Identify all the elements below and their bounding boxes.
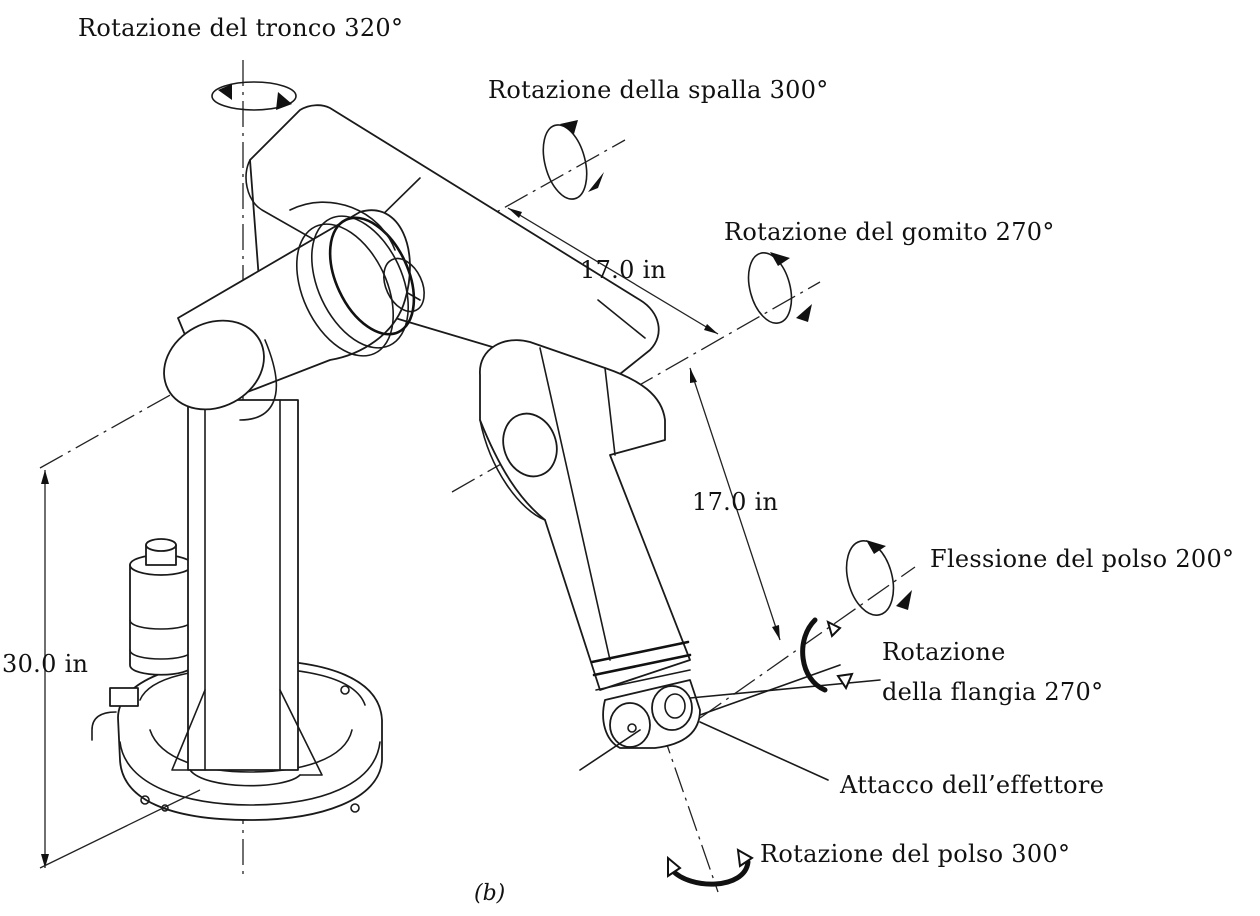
figure-caption: (b) xyxy=(474,881,505,906)
flange-leader-2 xyxy=(689,679,881,699)
end-effector-mount-label: Attacco dell’effettore xyxy=(839,771,1104,799)
upper-arm-dimension xyxy=(507,207,719,335)
base-height-label: 30.0 in xyxy=(2,650,88,678)
flange-rotation-label-line1: Rotazione xyxy=(882,638,1006,666)
forearm-link xyxy=(479,339,692,691)
trunk-rotation-label: Rotazione del tronco 320° xyxy=(78,14,403,42)
base-height-dimension xyxy=(39,470,201,869)
forearm-length-label: 17.0 in xyxy=(692,488,778,516)
upper-arm-length-label: 17.0 in xyxy=(580,256,666,284)
shoulder-rotation-icon xyxy=(542,120,604,200)
wrist-rotation-icon xyxy=(667,848,754,887)
elbow-rotation-icon xyxy=(747,252,812,324)
forearm-dimension xyxy=(689,367,781,641)
shoulder-cylinder xyxy=(163,201,425,421)
wrist-rotation-axis xyxy=(647,689,719,893)
flange-rotation-icon xyxy=(800,617,854,693)
wrist-rotation-label: Rotazione del polso 300° xyxy=(760,840,1070,868)
wrist-flexion-icon xyxy=(845,540,912,616)
wrist-flexion-axis xyxy=(699,566,916,719)
shoulder-rotation-label: Rotazione della spalla 300° xyxy=(488,76,829,104)
trunk-column xyxy=(171,399,323,787)
flange-rotation-label-line2: della flangia 270° xyxy=(882,678,1103,706)
effector-leader xyxy=(699,721,829,781)
base-motor xyxy=(129,538,193,676)
trunk-rotation-icon xyxy=(211,81,297,111)
elbow-rotation-label: Rotazione del gomito 270° xyxy=(724,218,1055,246)
wrist-assembly xyxy=(602,679,701,749)
end-face-line xyxy=(579,729,641,771)
wrist-flexion-label: Flessione del polso 200° xyxy=(930,545,1234,573)
